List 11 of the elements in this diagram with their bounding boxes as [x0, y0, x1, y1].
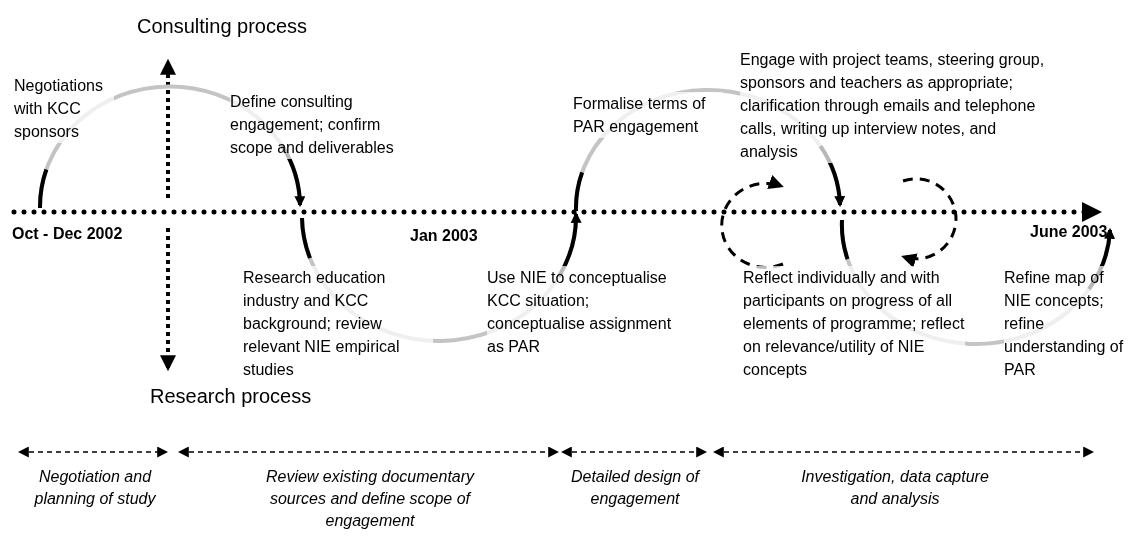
phase-label: Investigation, data capture and analysis	[800, 467, 990, 509]
date-label: Jan 2003	[410, 226, 479, 246]
phase-label: Detailed design of engagement	[569, 467, 702, 509]
phase-label: Review existing documentary sources and define scope of engagement	[265, 467, 475, 531]
activity-text: Formalise terms of PAR engagement	[573, 92, 723, 138]
axis-title: Research process	[150, 384, 313, 408]
axis-title: Consulting process	[137, 14, 309, 38]
activity-text: Reflect individually and with participants on progress of all elements of programme; reflect on relevance/utility of NIE concepts	[743, 266, 965, 381]
date-label: Oct - Dec 2002	[12, 224, 124, 244]
phase-label: Negotiation and planning of study	[33, 467, 157, 509]
date-label: June 2003	[1030, 222, 1109, 242]
